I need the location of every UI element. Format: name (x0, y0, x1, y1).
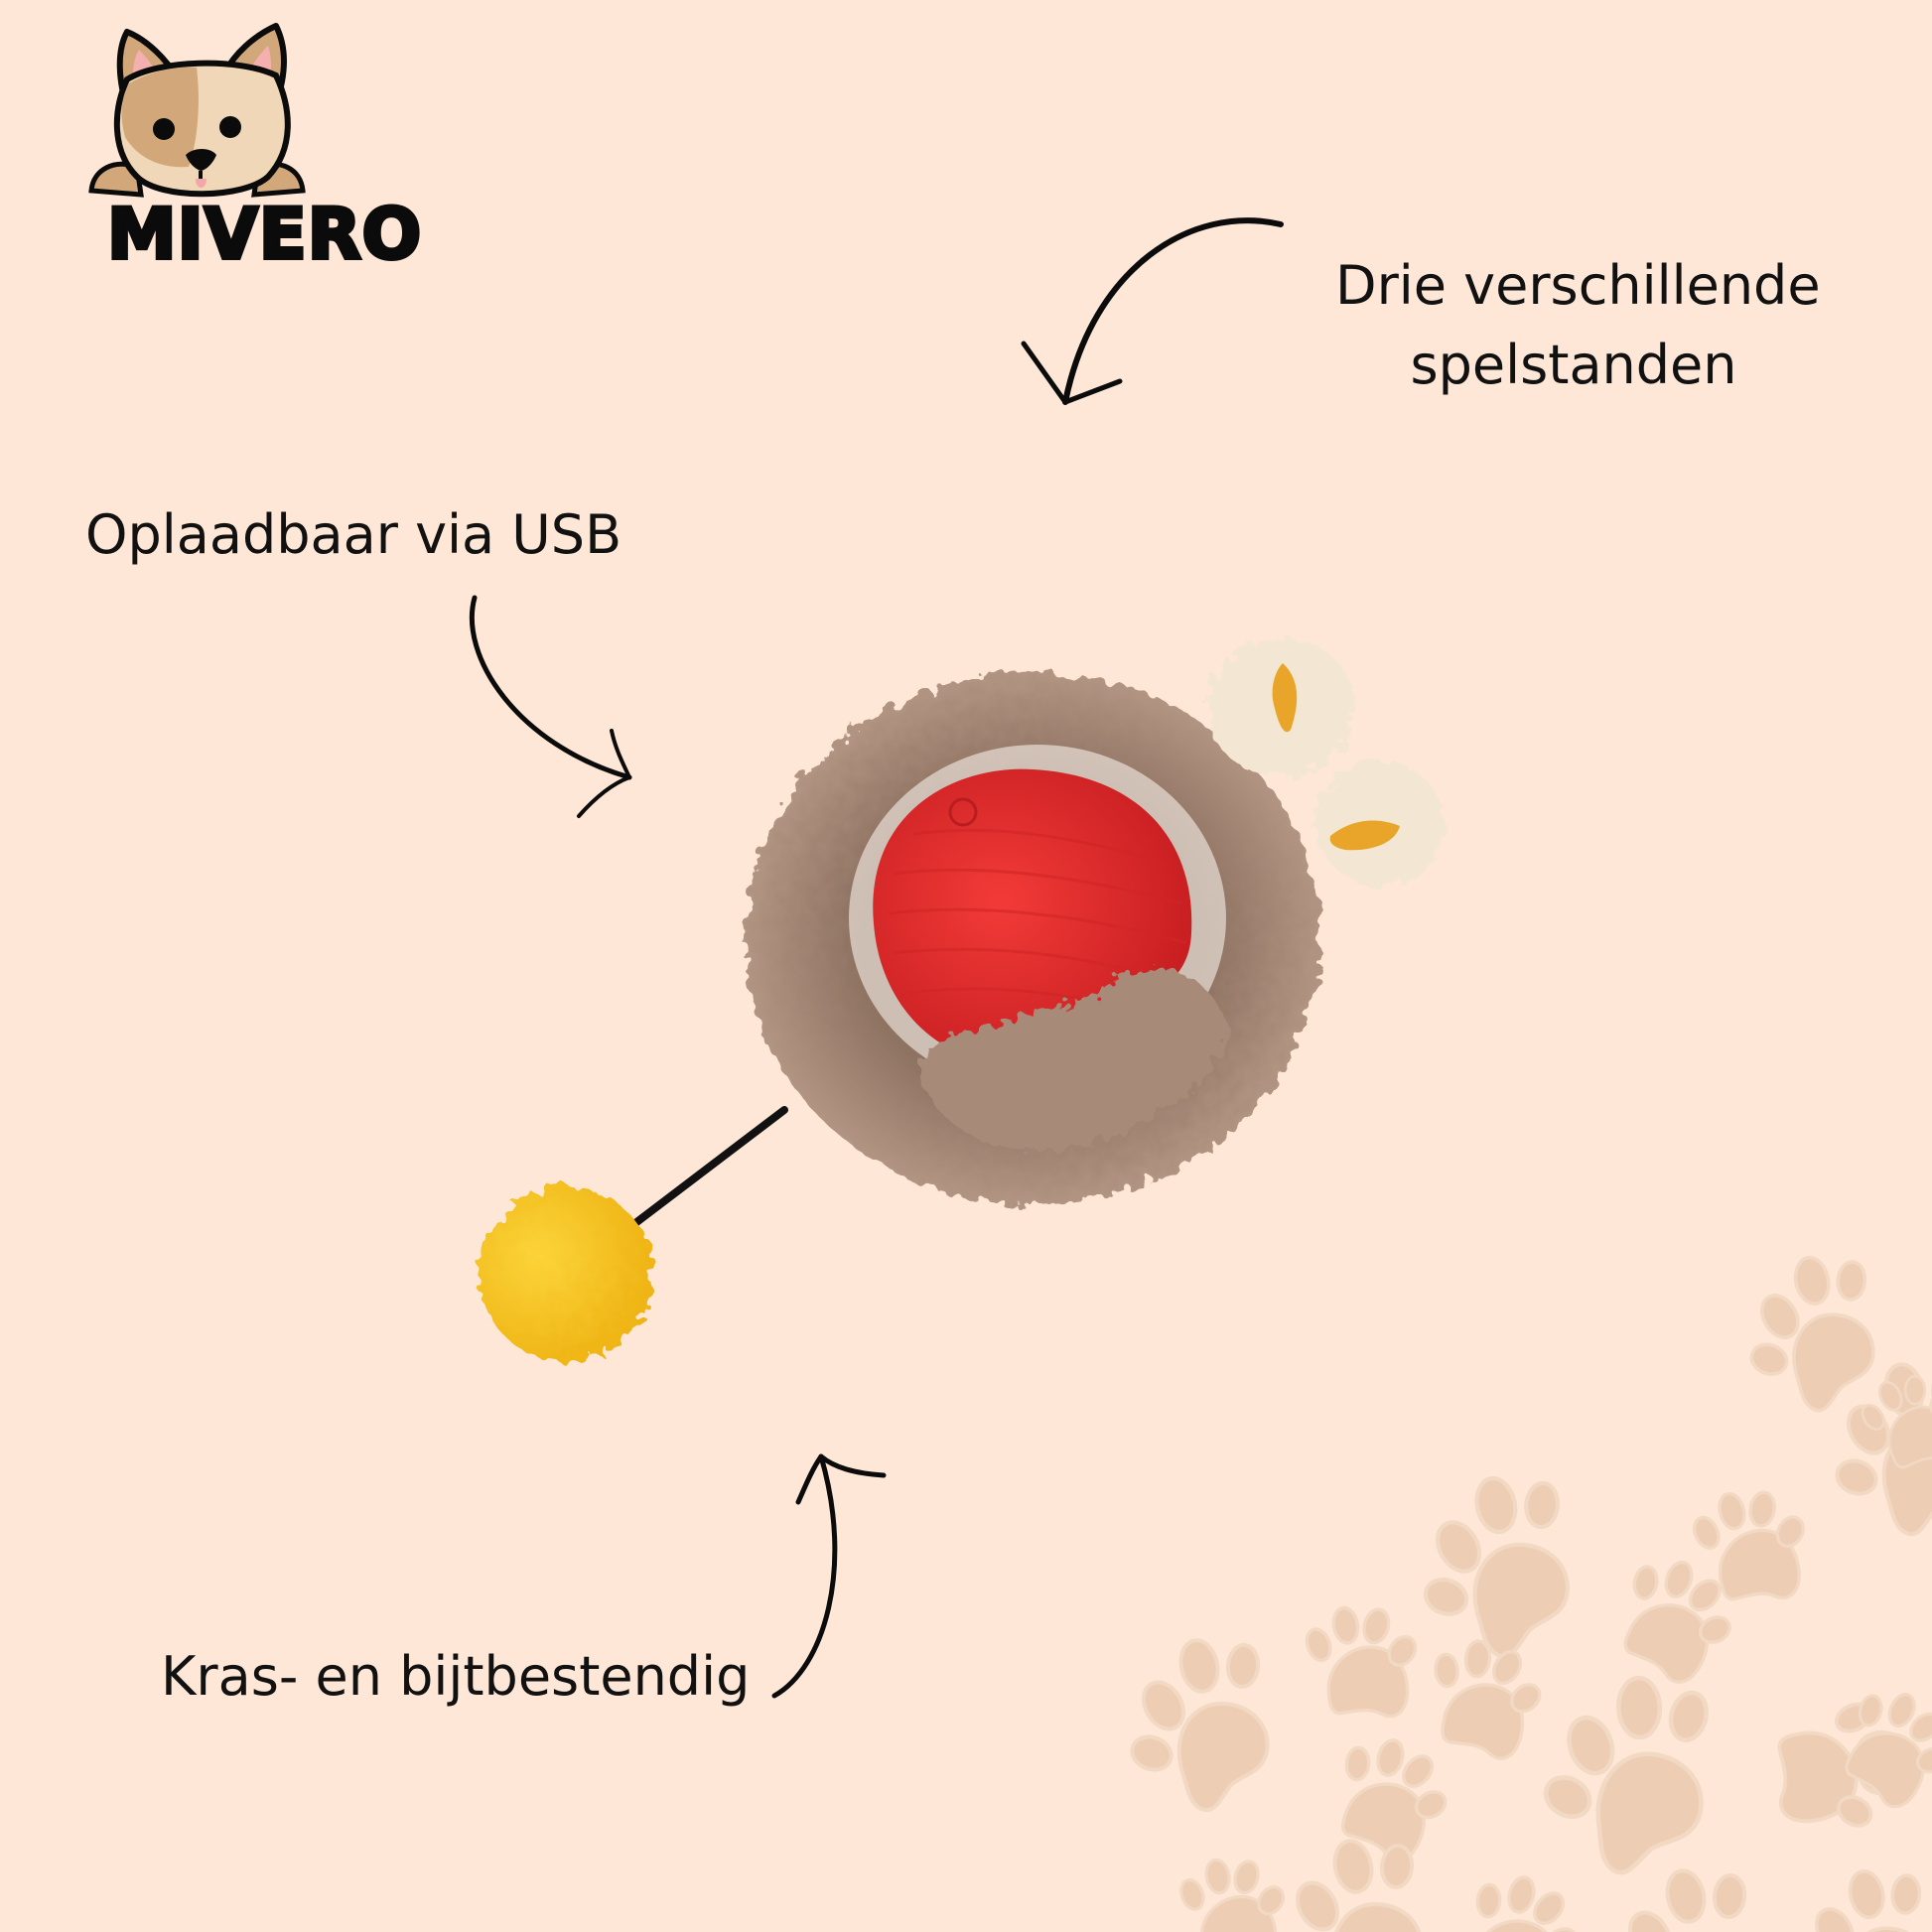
yellow-pompom (479, 1186, 653, 1361)
feature-line: Drie verschillende (1335, 254, 1821, 317)
feature-play-modes-label: Drie verschillende spelstanden (1335, 246, 1821, 405)
brand-logo: MIVERO (50, 20, 423, 276)
black-string (631, 1106, 788, 1227)
feature-line: spelstanden (1410, 334, 1737, 396)
feature-durable-label: Kras- en bijtbestendig (161, 1645, 751, 1708)
curved-arrow-down-right-icon (469, 595, 632, 818)
curved-arrow-up-icon (771, 1453, 887, 1699)
curved-arrow-down-left-icon (1021, 217, 1284, 405)
brand-wordmark: MIVERO (105, 193, 423, 276)
dog-face-icon (88, 23, 306, 198)
power-icon (948, 797, 978, 827)
feature-usb-label: Oplaadbaar via USB (85, 503, 622, 566)
cream-ears (1206, 637, 1445, 886)
